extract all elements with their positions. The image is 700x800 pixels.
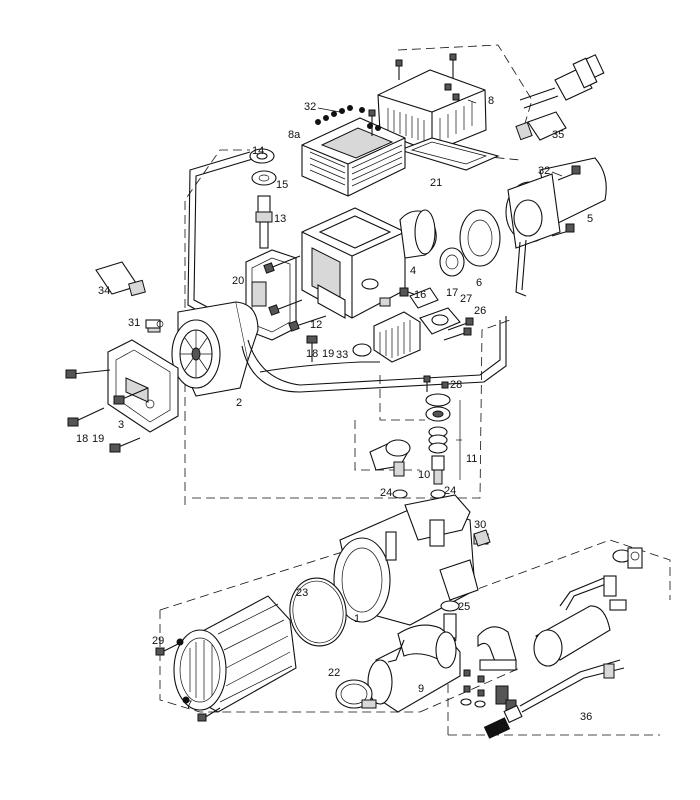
callout-29: 29: [152, 635, 164, 647]
callout-8: 8: [488, 95, 494, 107]
clamp-22: [335, 679, 377, 709]
callout-1: 1: [354, 613, 360, 625]
callout-11: 11: [466, 453, 477, 465]
callout-6: 6: [476, 277, 482, 289]
callout-5: 5: [587, 213, 593, 225]
control-box-8a: [301, 105, 406, 197]
cover-3: [107, 339, 179, 433]
flame-tube-7: [155, 595, 297, 722]
callout-23: 23: [296, 587, 308, 599]
callout-10: 10: [418, 469, 430, 481]
callout-24-a: 24: [380, 487, 392, 499]
callout-19-a: 19: [322, 348, 334, 360]
callout-25: 25: [458, 601, 470, 613]
callout-28: 28: [450, 379, 462, 391]
exchanger-9: [367, 624, 461, 713]
callout-19-b: 19: [92, 433, 104, 445]
blower-fan-2: [147, 301, 259, 397]
sensor-35: [515, 111, 567, 141]
callout-7: 7: [186, 699, 192, 711]
callout-34: 34: [98, 285, 110, 297]
callout-9: 9: [418, 683, 424, 695]
callout-17: 17: [446, 287, 458, 299]
callout-32-b: 32: [538, 165, 550, 177]
gasket-21: [398, 137, 500, 171]
callout-21: 21: [430, 177, 442, 189]
combustion-chamber-1: [333, 494, 489, 626]
fuel-pump-parts: [352, 287, 474, 363]
callout-2: 2: [236, 397, 242, 409]
callout-24-b: 24: [444, 485, 456, 497]
callout-22: 22: [328, 667, 340, 679]
callout-33: 33: [336, 349, 348, 361]
callout-3: 3: [118, 419, 124, 431]
callout-labels: 1 2 3 4 5 6 7 8 8a 9 10 11 12 13 14 15 1…: [76, 95, 593, 723]
callout-4: 4: [410, 265, 416, 277]
blower-housing-4: [245, 207, 437, 341]
callout-8a: 8a: [288, 129, 301, 141]
callout-14: 14: [252, 145, 264, 157]
valve-stack-11: [423, 375, 451, 499]
callout-36: 36: [580, 711, 592, 723]
kit-36: [460, 547, 643, 739]
callout-18-a: 18: [306, 348, 318, 360]
fuel-nozzle: [369, 439, 411, 499]
clip-31: [145, 319, 164, 329]
fuel-lines: [241, 316, 507, 393]
gasket-6: [439, 209, 501, 277]
callout-13: 13: [274, 213, 286, 225]
callout-18-b: 18: [76, 433, 88, 445]
o-ring-23: [289, 577, 347, 647]
clip-30: [473, 529, 491, 547]
callout-31: 31: [128, 317, 140, 329]
screws-left: [65, 369, 149, 453]
callout-35: 35: [552, 129, 564, 141]
leader-lines: [317, 99, 563, 480]
callout-32-a: 32: [304, 101, 316, 113]
callout-12: 12: [310, 319, 322, 331]
callout-30: 30: [474, 519, 486, 531]
harness-connector: [519, 54, 605, 109]
callout-15: 15: [276, 179, 288, 191]
screws-housing: [263, 255, 431, 362]
callout-20: 20: [232, 275, 244, 287]
sensor-34: [95, 261, 146, 297]
exhaust-housing-5: [505, 157, 607, 297]
callout-16: 16: [414, 289, 426, 301]
callout-26: 26: [474, 305, 486, 317]
callout-27: 27: [460, 293, 472, 305]
